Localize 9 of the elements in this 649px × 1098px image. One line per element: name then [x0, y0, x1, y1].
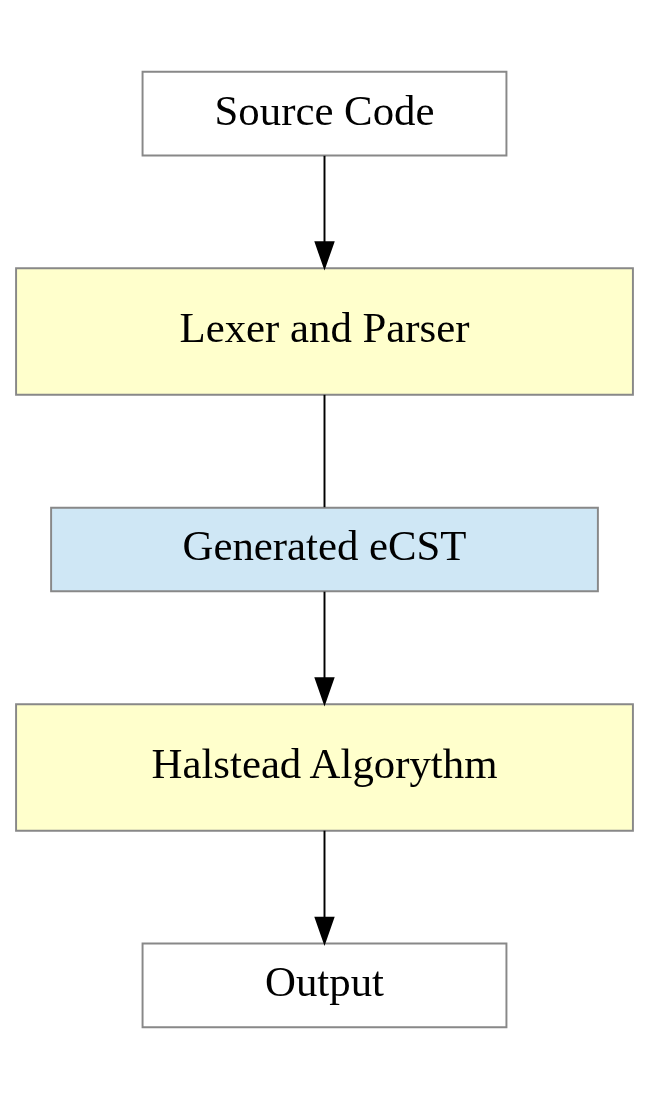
connector	[323, 393, 326, 508]
arrow	[314, 154, 335, 271]
node-box: Output	[141, 942, 508, 1028]
node-box: Lexer and Parser	[15, 266, 634, 396]
arrow	[314, 590, 335, 706]
node-box: Source Code	[141, 70, 508, 156]
node-box: Generated eCST	[50, 506, 599, 592]
arrow	[314, 829, 335, 946]
node-box: Halstead Algorythm	[15, 702, 634, 832]
